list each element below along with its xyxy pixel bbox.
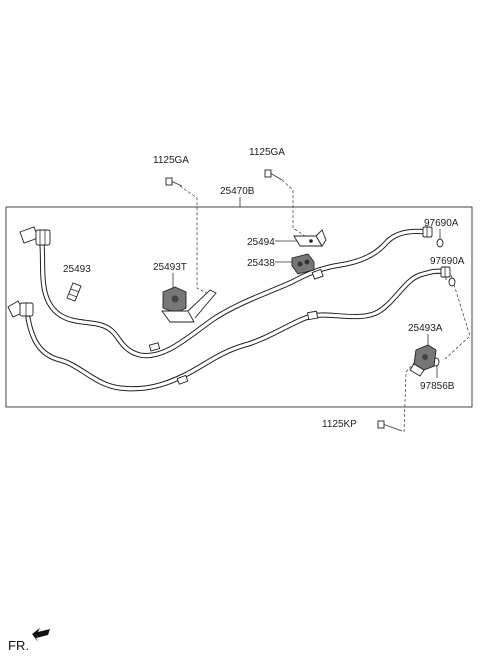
sleeve-lower-left bbox=[148, 342, 161, 352]
label-1125kp[interactable]: 1125KP bbox=[322, 419, 357, 430]
label-25470b[interactable]: 25470B bbox=[220, 186, 255, 197]
arrow-icon bbox=[32, 628, 50, 642]
oring-97690a-top bbox=[436, 238, 444, 248]
hose-upper bbox=[39, 228, 429, 359]
fitting-lower-left bbox=[7, 300, 34, 318]
clamp-25493t bbox=[161, 286, 217, 323]
dash-bolt-right bbox=[281, 179, 309, 239]
sleeve-upper bbox=[311, 268, 324, 280]
label-25494[interactable]: 25494 bbox=[247, 237, 275, 248]
label-25493t[interactable]: 25493T bbox=[153, 262, 187, 273]
bolt-1125ga-left bbox=[165, 177, 183, 187]
label-97690a-top[interactable]: 97690A bbox=[424, 218, 459, 229]
label-25493[interactable]: 25493 bbox=[63, 264, 91, 275]
fitting-upper-right bbox=[422, 226, 433, 238]
label-25493a[interactable]: 25493A bbox=[408, 323, 443, 334]
bolt-1125kp bbox=[377, 420, 403, 432]
label-97856b[interactable]: 97856B bbox=[420, 381, 455, 392]
bracket-25494 bbox=[293, 229, 327, 247]
label-25438[interactable]: 25438 bbox=[247, 258, 275, 269]
fitting-upper-left bbox=[19, 226, 51, 246]
clamp-25493a bbox=[409, 344, 437, 377]
front-marker-label: FR. bbox=[8, 638, 29, 653]
hose-lower bbox=[25, 268, 447, 392]
bolt-1125ga-right bbox=[264, 169, 283, 181]
dash-oring-97690a bbox=[443, 274, 471, 361]
label-1125ga-left[interactable]: 1125GA bbox=[153, 155, 189, 166]
label-1125ga-right[interactable]: 1125GA bbox=[249, 147, 285, 158]
clip-25493 bbox=[66, 282, 82, 302]
sleeve-lower-mid bbox=[176, 374, 189, 385]
fitting-lower-right bbox=[440, 266, 451, 278]
sleeve-lower bbox=[307, 310, 319, 321]
dash-bolt-left bbox=[179, 185, 213, 297]
assembly-frame bbox=[5, 206, 473, 408]
oring-97690a-mid bbox=[448, 277, 456, 287]
label-97690a-mid[interactable]: 97690A bbox=[430, 256, 465, 267]
clamp-25438 bbox=[291, 253, 315, 275]
